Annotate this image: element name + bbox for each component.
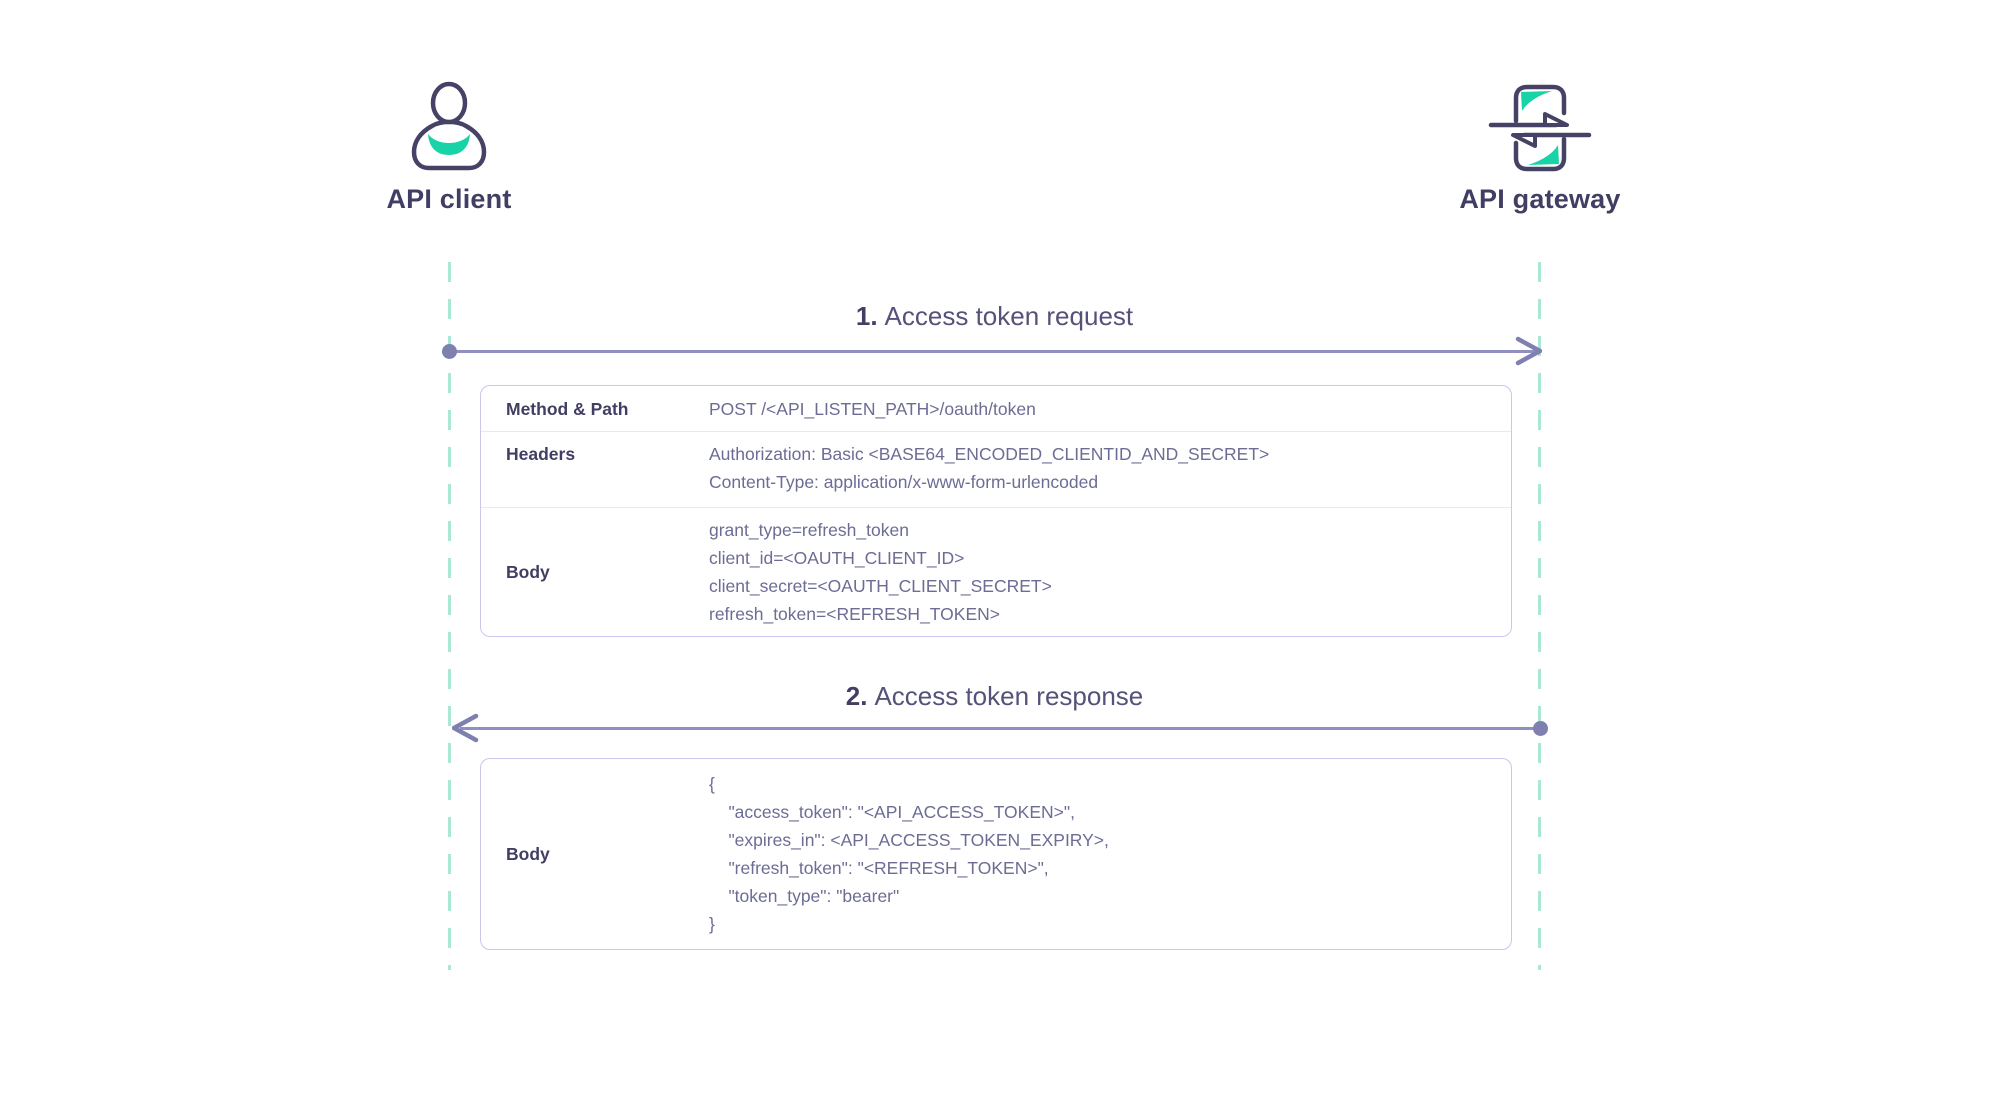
value-line: refresh_token=<REFRESH_TOKEN> bbox=[709, 604, 1000, 624]
message-2-title: 2.Access token response bbox=[449, 681, 1540, 712]
gateway-arrow-right-head bbox=[1543, 112, 1569, 127]
message-1-title: 1.Access token request bbox=[449, 301, 1540, 332]
actor-api-gateway-label: API gateway bbox=[1459, 184, 1621, 214]
gateway-arrow-left-head bbox=[1511, 133, 1537, 148]
row-value: Authorization: Basic <BASE64_ENCODED_CLI… bbox=[709, 432, 1511, 496]
row-value: POST /<API_LISTEN_PATH>/oauth/token bbox=[709, 395, 1511, 423]
person-icon bbox=[411, 81, 487, 171]
actor-api-client: API client bbox=[339, 76, 559, 215]
message-1-title-text: Access token request bbox=[884, 301, 1134, 331]
table-row-headers: Headers Authorization: Basic <BASE64_ENC… bbox=[481, 431, 1511, 507]
row-label: Headers bbox=[506, 444, 576, 464]
lifeline-api-gateway bbox=[1538, 262, 1541, 970]
value-line: { bbox=[709, 774, 715, 794]
row-value: grant_type=refresh_token client_id=<OAUT… bbox=[709, 516, 1511, 628]
value-line: Authorization: Basic <BASE64_ENCODED_CLI… bbox=[709, 444, 1270, 464]
message-1-origin-dot bbox=[442, 344, 457, 359]
value-line: client_secret=<OAUTH_CLIENT_SECRET> bbox=[709, 576, 1052, 596]
person-head bbox=[430, 81, 468, 125]
row-label: Method & Path bbox=[506, 398, 629, 419]
message-2-arrowhead-icon bbox=[452, 713, 479, 743]
message-2-number: 2. bbox=[845, 681, 868, 711]
value-line: "refresh_token": "<REFRESH_TOKEN>", bbox=[709, 858, 1049, 878]
value-line: "token_type": "bearer" bbox=[709, 886, 900, 906]
value-line: client_id=<OAUTH_CLIENT_ID> bbox=[709, 548, 965, 568]
table-row-method-path: Method & Path POST /<API_LISTEN_PATH>/oa… bbox=[481, 386, 1511, 431]
value-line: "expires_in": <API_ACCESS_TOKEN_EXPIRY>, bbox=[709, 830, 1109, 850]
person-accent bbox=[428, 134, 470, 155]
table-row-body: Body { "access_token": "<API_ACCESS_TOKE… bbox=[481, 759, 1511, 949]
gateway-card-top bbox=[1513, 84, 1567, 124]
message-1-detail-table: Method & Path POST /<API_LISTEN_PATH>/oa… bbox=[480, 385, 1512, 637]
gateway-accent-bottom bbox=[1528, 145, 1559, 165]
row-label: Body bbox=[506, 844, 550, 864]
message-2-arrow bbox=[460, 727, 1540, 730]
row-value: { "access_token": "<API_ACCESS_TOKEN>", … bbox=[709, 770, 1511, 938]
message-1-number: 1. bbox=[855, 301, 878, 331]
value-line: POST /<API_LISTEN_PATH>/oauth/token bbox=[709, 398, 1036, 419]
actor-api-client-label: API client bbox=[386, 184, 512, 214]
row-label: Body bbox=[506, 562, 550, 582]
value-line: Content-Type: application/x-www-form-url… bbox=[709, 472, 1099, 492]
message-1-arrowhead-icon bbox=[1515, 336, 1542, 366]
message-2-title-text: Access token response bbox=[874, 681, 1144, 711]
value-line: "access_token": "<API_ACCESS_TOKEN>", bbox=[709, 802, 1075, 822]
message-2-detail-table: Body { "access_token": "<API_ACCESS_TOKE… bbox=[480, 758, 1512, 950]
value-line: grant_type=refresh_token bbox=[709, 520, 909, 540]
message-2-origin-dot bbox=[1533, 721, 1548, 736]
value-line: } bbox=[709, 914, 715, 934]
api-exchange-icon bbox=[1488, 84, 1592, 172]
table-row-body: Body grant_type=refresh_token client_id=… bbox=[481, 507, 1511, 636]
gateway-card-bottom bbox=[1513, 136, 1567, 172]
message-1-arrow bbox=[449, 350, 1535, 353]
lifeline-api-client bbox=[448, 262, 451, 970]
actor-api-gateway: API gateway bbox=[1430, 76, 1650, 215]
gateway-accent-top bbox=[1521, 91, 1552, 111]
